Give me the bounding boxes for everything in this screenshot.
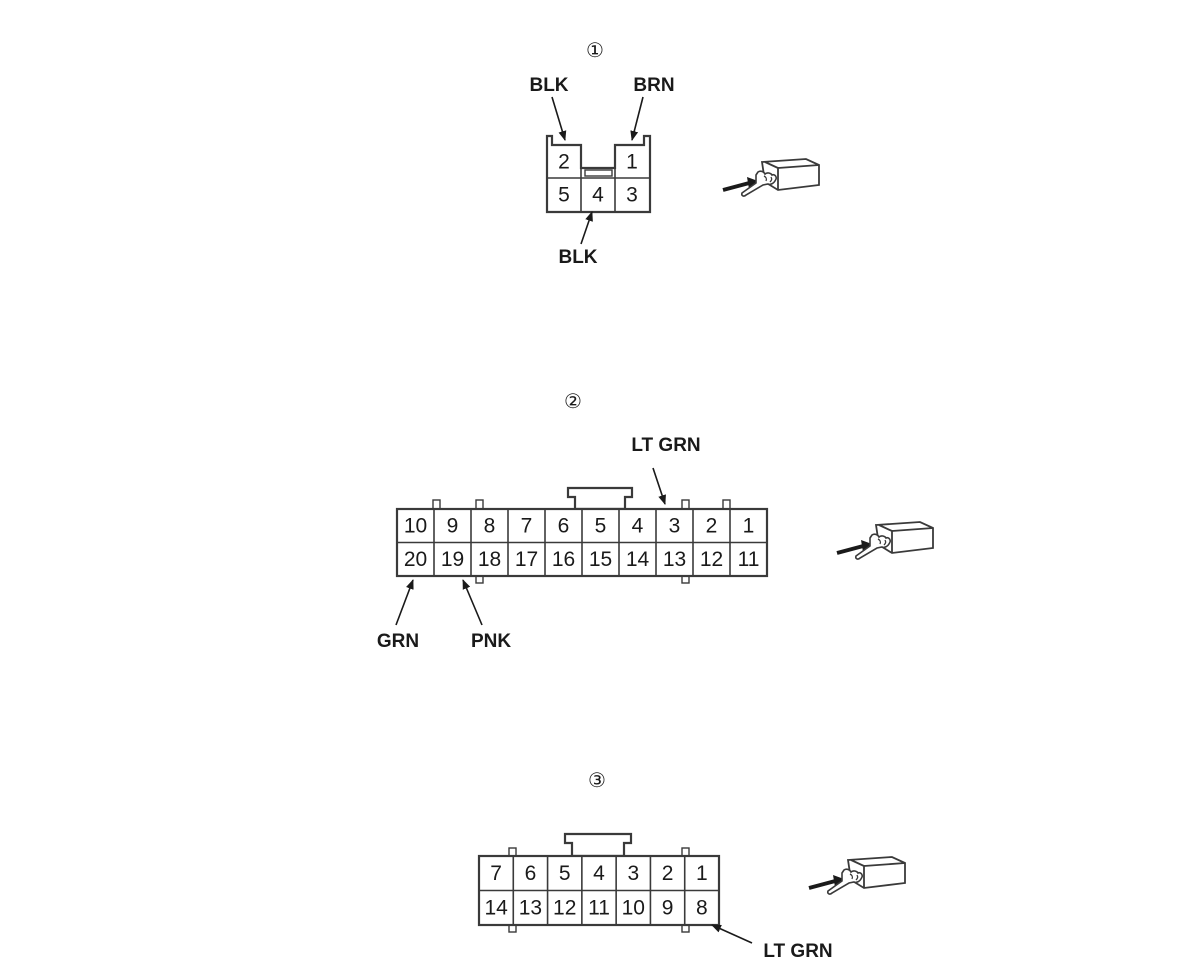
wire-leader-arrow bbox=[652, 467, 666, 505]
connector-1-pin: 4 bbox=[592, 184, 604, 207]
wire-label: PNK bbox=[471, 631, 511, 652]
connector-2-pin: 18 bbox=[478, 548, 501, 571]
connector-3-pin: 4 bbox=[593, 862, 605, 885]
connector-2-pin: 8 bbox=[484, 514, 496, 537]
wire-label: LT GRN bbox=[763, 941, 832, 962]
connector-3-pin: 10 bbox=[622, 896, 645, 919]
wire-leader-arrow bbox=[551, 96, 567, 141]
connector-2-pin: 6 bbox=[558, 514, 570, 537]
connector-2-pin: 2 bbox=[706, 514, 718, 537]
connector-1-marker: ① bbox=[586, 38, 604, 62]
terminal-side-view-icon bbox=[722, 158, 820, 197]
wire-leader-arrow bbox=[462, 579, 483, 626]
terminal-side-view-icon bbox=[808, 856, 906, 895]
wire-label: LT GRN bbox=[631, 435, 700, 456]
connector-2-pin: 1 bbox=[743, 514, 755, 537]
connector-3-pin: 1 bbox=[696, 862, 708, 885]
connector-2-pin: 5 bbox=[595, 514, 607, 537]
connector-3-pin: 8 bbox=[696, 896, 708, 919]
connector-2-pin: 15 bbox=[589, 548, 612, 571]
connector-2-pin: 16 bbox=[552, 548, 575, 571]
wire-leader-arrow bbox=[395, 579, 414, 626]
connector-3-pin: 9 bbox=[662, 896, 674, 919]
connector-3-housing bbox=[477, 832, 721, 933]
connector-3-pin: 2 bbox=[662, 862, 674, 885]
connector-3-pin: 3 bbox=[627, 862, 639, 885]
connector-2-pin: 17 bbox=[515, 548, 538, 571]
wire-leader-arrow bbox=[630, 96, 644, 141]
connector-2-pin: 10 bbox=[404, 514, 427, 537]
connector-2-pin: 7 bbox=[521, 514, 533, 537]
wire-label: BRN bbox=[633, 75, 674, 96]
wire-leader-arrow bbox=[580, 211, 593, 245]
connector-1-housing bbox=[545, 134, 652, 214]
connector-3-pin: 11 bbox=[588, 896, 610, 919]
connector-1-pin: 1 bbox=[626, 151, 638, 174]
connector-3-pin: 13 bbox=[519, 896, 542, 919]
connector-1-pin: 3 bbox=[626, 184, 638, 207]
connector-2-pin: 14 bbox=[626, 548, 650, 571]
connector-2-pin: 11 bbox=[738, 548, 760, 571]
wire-label: BLK bbox=[529, 75, 568, 96]
connector-3-pin: 6 bbox=[525, 862, 537, 885]
connector-2-pin: 13 bbox=[663, 548, 686, 571]
connector-2-pin: 4 bbox=[632, 514, 644, 537]
connector-2-pin: 20 bbox=[404, 548, 427, 571]
connector-2-housing bbox=[395, 486, 769, 584]
connector-3-pin: 7 bbox=[490, 862, 502, 885]
connector-2-pin: 9 bbox=[447, 514, 459, 537]
wire-label: BLK bbox=[558, 247, 597, 268]
connector-2-pin: 12 bbox=[700, 548, 723, 571]
wire-label: GRN bbox=[377, 631, 419, 652]
connector-3-marker: ③ bbox=[588, 768, 606, 792]
connector-2-marker: ② bbox=[564, 389, 582, 413]
connector-2-pin: 3 bbox=[669, 514, 681, 537]
connector-1-pin: 5 bbox=[558, 184, 570, 207]
connector-1-pin: 2 bbox=[558, 151, 570, 174]
connector-3-pin: 5 bbox=[559, 862, 571, 885]
connector-3-pin: 12 bbox=[553, 896, 576, 919]
terminal-side-view-icon bbox=[836, 521, 934, 560]
connector-3-pin: 14 bbox=[484, 896, 508, 919]
wire-leader-arrow bbox=[711, 924, 753, 944]
connector-2-pin: 19 bbox=[441, 548, 464, 571]
connector-1: ① 2 1 5 4 3 BLK BRN BLK bbox=[529, 38, 674, 268]
